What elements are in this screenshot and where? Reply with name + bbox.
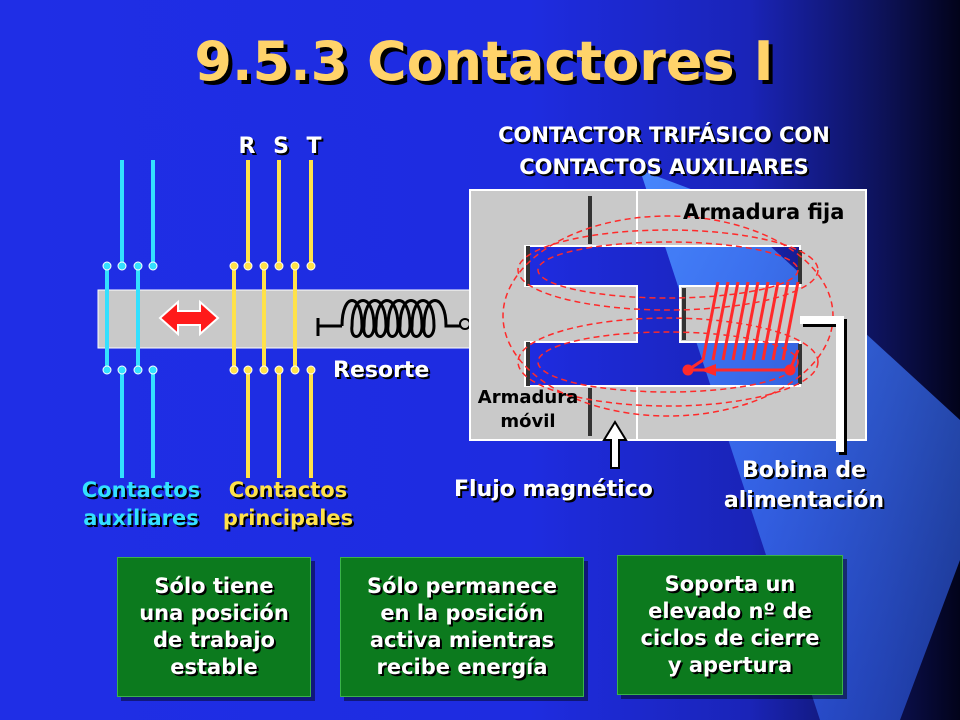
label-flujo-shadow: Flujo magnético — [456, 479, 655, 504]
coil-current-arrow-icon — [700, 364, 716, 376]
main-contacts — [229, 160, 316, 478]
spring-icon — [316, 299, 471, 338]
phase-label-t: T — [306, 134, 321, 159]
note-text: Sólo tiene una posición de trabajo estab… — [139, 573, 289, 681]
note-box-cycles: Soporta un elevado nº de ciclos de cierr… — [617, 555, 843, 695]
label-aux-1-shadow: Contactos — [84, 480, 202, 504]
note-line: una posición — [139, 601, 289, 625]
label-main-2: principales — [223, 506, 353, 530]
label-aux-2: auxiliares — [83, 506, 199, 530]
armature-shading — [526, 196, 592, 436]
phase-label-r-shadow: R — [241, 136, 258, 161]
label-armadura-fija: Armadura fija — [683, 200, 844, 224]
auxiliary-contacts — [102, 160, 158, 478]
coil-icon — [682, 281, 800, 376]
note-line: ciclos de cierre — [640, 626, 820, 650]
moving-contact-bar — [97, 289, 471, 349]
flux-arrow-icon — [602, 420, 628, 469]
label-resorte: Resorte — [333, 358, 429, 383]
label-main-1-shadow: Contactos — [231, 480, 349, 504]
note-text: Soporta un elevado nº de ciclos de cierr… — [641, 571, 820, 679]
note-line: de trabajo — [153, 628, 275, 652]
note-line: recibe energía — [376, 655, 548, 679]
diagram-title-line2: CONTACTOS AUXILIARES — [519, 155, 809, 179]
double-arrow-icon — [158, 299, 220, 337]
note-line: estable — [170, 655, 258, 679]
note-box-stable-position: Sólo tiene una posición de trabajo estab… — [117, 557, 311, 697]
label-main-1: Contactos — [229, 478, 347, 502]
label-aux-2-shadow: auxiliares — [85, 508, 201, 532]
label-bobina-1-shadow: Bobina de — [744, 460, 868, 485]
note-line: activa mientras — [369, 628, 555, 652]
phase-label-s: S — [273, 134, 289, 159]
label-resorte-shadow: Resorte — [335, 360, 431, 385]
label-flujo: Flujo magnético — [454, 477, 653, 502]
note-line: y apertura — [667, 653, 793, 677]
label-bobina-2: alimentación — [724, 488, 884, 513]
diagram-title-line1: CONTACTOR TRIFÁSICO CON — [498, 122, 830, 147]
note-line: en la posición — [380, 601, 544, 625]
label-main-2-shadow: principales — [225, 508, 355, 532]
label-bobina-2-shadow: alimentación — [726, 490, 886, 515]
note-line: Sólo tiene — [154, 574, 274, 598]
note-line: Sólo permanece — [366, 574, 558, 598]
diagram-title-line1-shadow: CONTACTOR TRIFÁSICO CON — [500, 124, 832, 149]
slide-title-shadow: 9.5.3 Contactores I — [198, 34, 777, 97]
phase-label-t-shadow: T — [308, 136, 323, 161]
note-line: Soporta un — [664, 572, 796, 596]
note-box-active-position: Sólo permanece en la posición activa mie… — [340, 557, 584, 697]
label-aux-1: Contactos — [82, 478, 200, 502]
slide-title: 9.5.3 Contactores I — [194, 30, 773, 93]
note-line: elevado nº de — [648, 599, 812, 623]
note-text: Sólo permanece en la posición activa mie… — [367, 573, 557, 681]
phase-label-r: R — [239, 134, 256, 159]
label-armadura-movil-1: Armadura — [478, 387, 578, 408]
label-bobina-1: Bobina de — [742, 458, 866, 483]
label-armadura-movil-2: móvil — [500, 411, 555, 432]
diagram-title-line2-shadow: CONTACTOS AUXILIARES — [521, 157, 811, 181]
feed-wire-line — [800, 316, 844, 452]
phase-label-s-shadow: S — [275, 136, 291, 161]
